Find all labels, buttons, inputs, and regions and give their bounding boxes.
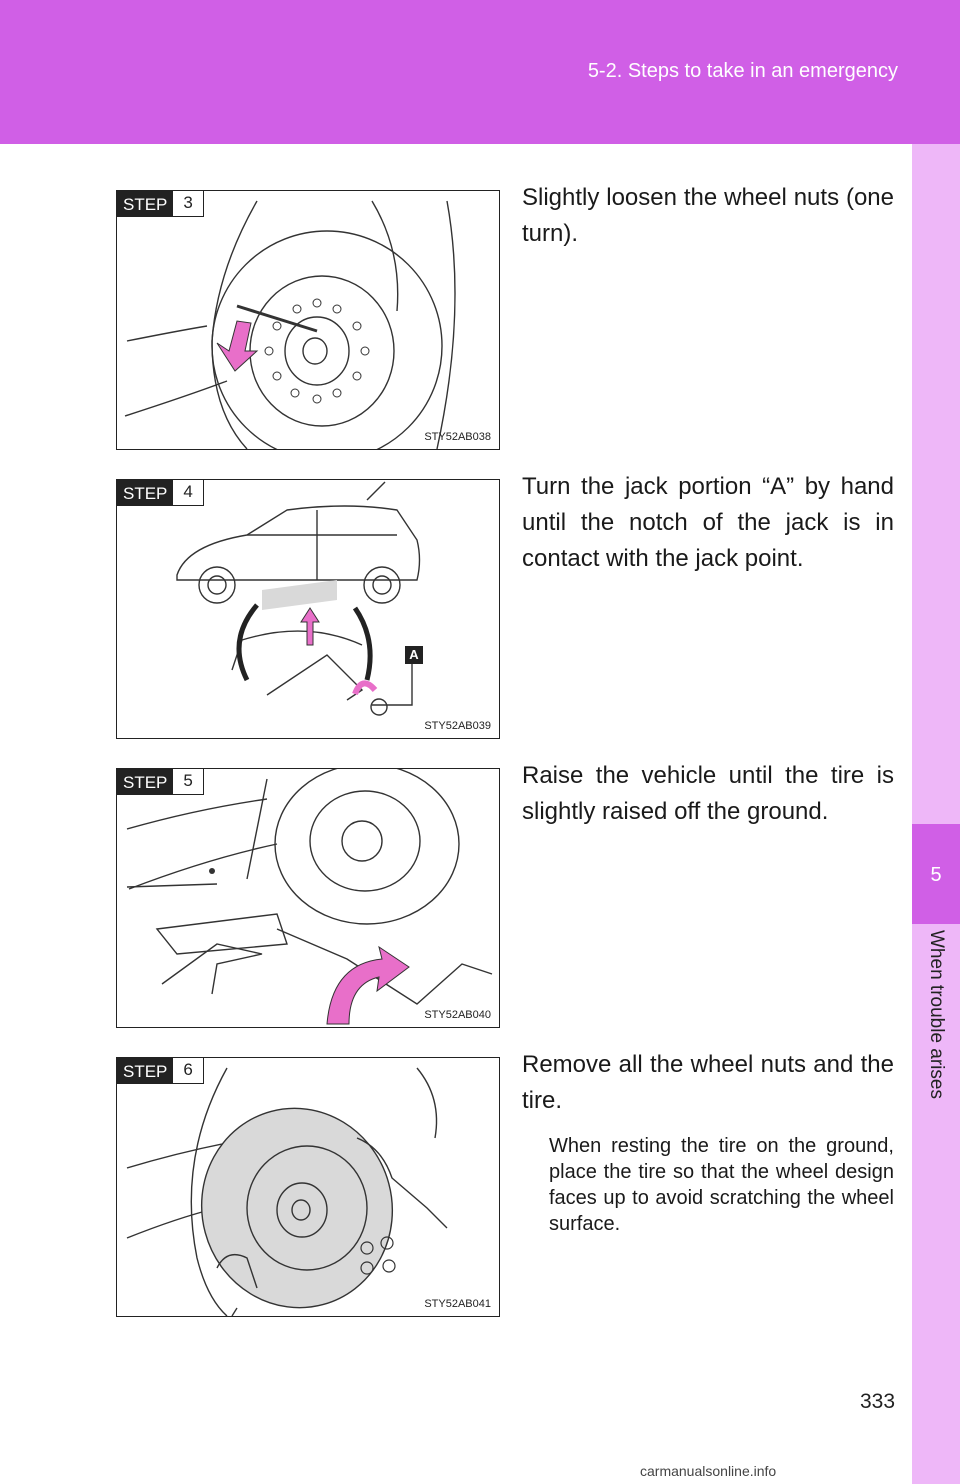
step-badge: STEP 4 — [117, 480, 204, 506]
chapter-title: When trouble arises — [926, 930, 947, 1099]
chapter-number: 5 — [930, 864, 942, 886]
figure-code: STY52AB039 — [424, 720, 491, 732]
step-6-note: When resting the tire on the ground, pla… — [549, 1135, 894, 1235]
step-4-text: Turn the jack portion “A” by hand until … — [522, 473, 894, 572]
figure-code: STY52AB038 — [424, 431, 491, 443]
chapter-tab[interactable]: 5 — [912, 824, 960, 924]
step-4-figure: STEP 4 A STY52AB039 — [116, 479, 500, 739]
step-5-figure: STEP 5 STY52AB040 — [116, 768, 500, 1028]
callout-a-label: A — [405, 646, 423, 664]
step-6-figure: STEP 6 STY52AB041 — [116, 1057, 500, 1317]
figure-code: STY52AB041 — [424, 1298, 491, 1310]
chapter-label: When trouble arises — [912, 930, 960, 1150]
watermark-text: carmanualsonline.info — [640, 1463, 777, 1479]
step-badge: STEP 5 — [117, 769, 204, 795]
figure-code: STY52AB040 — [424, 1009, 491, 1021]
jack-raise-illustration — [176, 481, 421, 716]
jack-crank-illustration — [126, 769, 493, 1025]
wheel-loosen-illustration — [124, 200, 456, 449]
step-3-figure: STEP 3 STY52AB038 — [116, 190, 500, 450]
step-badge: STEP 3 — [117, 191, 204, 217]
step-5-text: Raise the vehicle until the tire is slig… — [522, 762, 894, 825]
tire-removal-illustration — [126, 1067, 448, 1316]
section-title: 5-2. Steps to take in an emergency — [587, 60, 898, 82]
step-badge: STEP 6 — [117, 1058, 204, 1084]
page-number: 333 — [860, 1390, 896, 1413]
side-tab-band — [912, 144, 960, 1484]
step-6-text: Remove all the wheel nuts and the tire. — [522, 1051, 894, 1114]
step-3-text: Slightly loosen the wheel nuts (one turn… — [522, 184, 894, 247]
page-header: 5-2. Steps to take in an emergency — [0, 0, 960, 144]
